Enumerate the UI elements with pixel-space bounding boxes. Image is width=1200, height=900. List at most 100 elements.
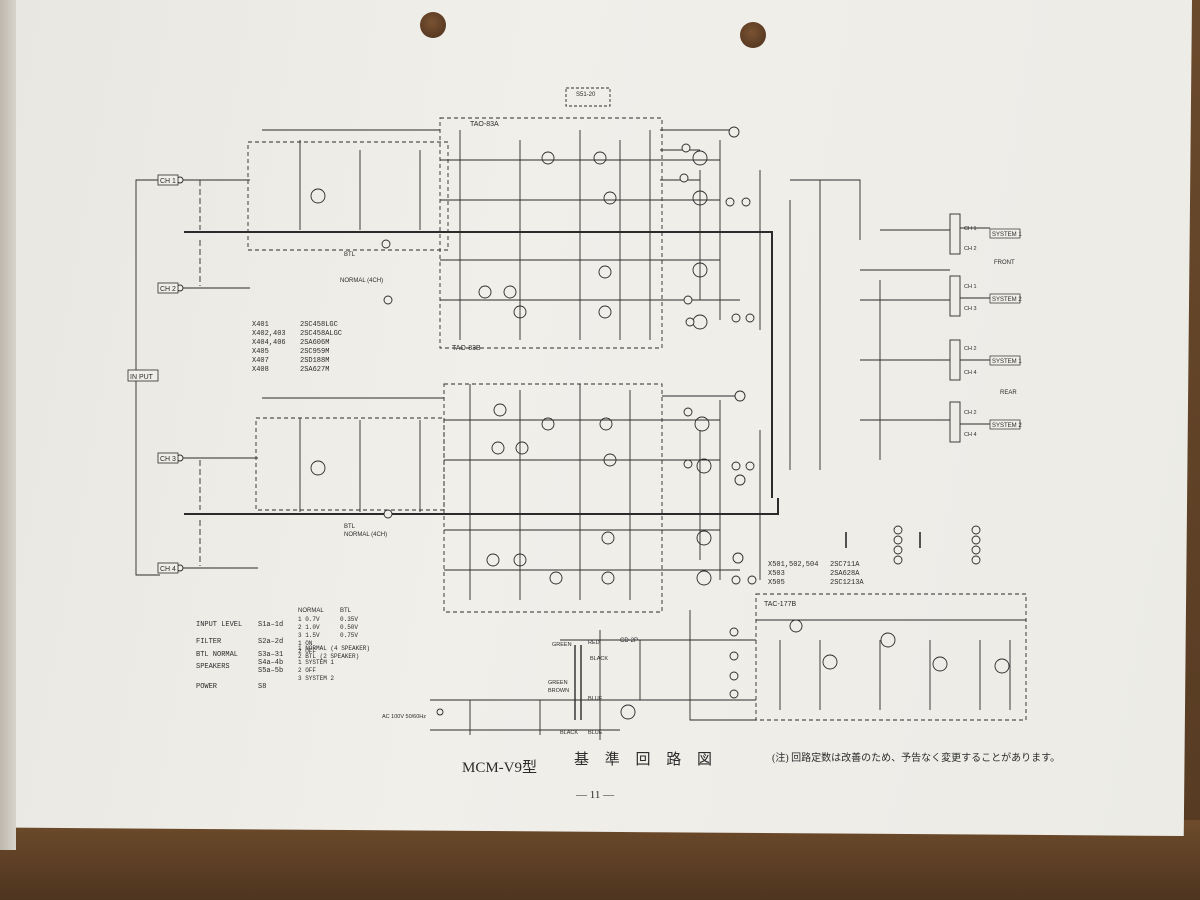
tr-ref: X402,403 (252, 330, 286, 338)
board-power (755, 593, 1027, 721)
binder-hole-left (420, 12, 446, 38)
row-subref: S5a–5b (258, 667, 283, 675)
ch-label: CH 4 (964, 432, 977, 438)
switch-table: NORMAL BTL INPUT LEVEL S1a–1d 1 0.7V 2 1… (196, 608, 370, 691)
row-setting: 1 NORMAL (4 SPEAKER) (298, 645, 370, 652)
tr-part: 2SA628A (830, 570, 860, 578)
ac-label: AC 100V 50/60Hz (382, 714, 426, 720)
ch-label: CH 1 (964, 226, 977, 232)
page-number: — 11 — (575, 789, 615, 801)
row-btl: 0.50V (340, 624, 358, 631)
top-switch-label: S51-20 (576, 92, 596, 98)
row-ref: S8 (258, 683, 266, 691)
input-ch2-label: CH 2 (160, 286, 176, 293)
tr-ref: X503 (768, 570, 785, 578)
tr-part: 2SC959M (300, 348, 329, 356)
speaker-outputs: FRONT REAR SYSTEM 1 SYSTEM 2 SYSTEM 1 SY… (964, 226, 1022, 438)
row-setting: 2 1.0V (298, 624, 320, 631)
row-setting: 3 1.5V (298, 632, 320, 639)
row-name: POWER (196, 683, 218, 691)
model-name: MCM-V9型 (462, 759, 537, 776)
terminal-system1-rear (949, 339, 961, 381)
schematic-page (14, 0, 1192, 836)
row-ref: S4a–4b (258, 659, 283, 667)
ch-label: CH 2 (964, 246, 977, 252)
row-setting: 1 ON (298, 640, 313, 647)
front-label: FRONT (994, 260, 1015, 266)
input-ch1-label: CH 1 (160, 178, 176, 185)
ch-label: CH 1 (964, 284, 977, 290)
board-upper-b-label: TAO-83B (452, 345, 481, 352)
tr-ref: X408 (252, 366, 269, 374)
binder-hole-right (740, 22, 766, 48)
board-rectifier-label: CD-2P (620, 638, 638, 644)
normal-4ch-label-lower: NORMAL (4CH) (344, 532, 387, 538)
row-name: FILTER (196, 638, 222, 646)
board-upper-label: TAO-83A (470, 121, 499, 128)
wire-label: BLACK (590, 656, 608, 662)
system1-bottom-label: SYSTEM 1 (992, 359, 1022, 365)
tr-part: 2SA627M (300, 366, 329, 374)
row-btl: 0.75V (340, 632, 358, 639)
power-transformer (574, 645, 582, 720)
tr-part: 2SA606M (300, 339, 329, 347)
row-setting: 2 BTL (2 SPEAKER) (298, 653, 359, 660)
btl-label-lower: BTL (344, 524, 356, 530)
tr-ref: X501,502,504 (768, 561, 818, 569)
terminal-system2-front (949, 275, 961, 317)
btl-label-upper: BTL (344, 252, 356, 258)
system2-bottom-label: SYSTEM 2 (992, 423, 1022, 429)
revision-note: (注) 回路定数は改善のため、予告なく変更することがあります。 (772, 751, 1060, 764)
wire-label: BLUE (588, 696, 603, 702)
col-normal: NORMAL (298, 608, 324, 614)
row-name: BTL NORMAL (196, 651, 238, 659)
board-upper-pre (247, 141, 449, 251)
ch-label: CH 2 (964, 346, 977, 352)
col-btl: BTL (340, 608, 352, 614)
row-name: SPEAKERS (196, 663, 230, 671)
top-switch-box (565, 87, 611, 107)
row-setting: 1 SYSTEM 1 (298, 659, 334, 666)
row-btl: 0.35V (340, 616, 358, 623)
left-page-edge (0, 0, 16, 850)
wire-label: RED (588, 640, 600, 646)
terminal-system1-front (949, 213, 961, 255)
row-name: INPUT LEVEL (196, 621, 242, 629)
row-setting: 2 OFF (298, 667, 316, 674)
wire-label: GREEN (548, 680, 568, 686)
tr-ref: X401 (252, 321, 269, 329)
transistors (310, 150, 1010, 674)
ground-bus-upper (184, 231, 773, 498)
tr-part: 2SC711A (830, 561, 860, 569)
input-lines (176, 179, 258, 569)
input-ch4-label: CH 4 (160, 566, 176, 573)
wire-label: BROWN (548, 688, 569, 694)
system2-top-label: SYSTEM 2 (992, 297, 1022, 303)
board-lower-amp (443, 383, 663, 613)
normal-4ch-label-upper: NORMAL (4CH) (340, 278, 383, 284)
input-ch3-label: CH 3 (160, 456, 176, 463)
tr-part: 2SD188M (300, 357, 329, 365)
rear-label: REAR (1000, 390, 1017, 396)
pilot-lamp (620, 704, 636, 720)
tr-part: 2SC458ALGC (300, 330, 342, 338)
ch-label: CH 3 (964, 306, 977, 312)
tr-ref: X505 (768, 579, 785, 587)
row-ref: S2a–2d (258, 638, 283, 646)
wire-label: GREEN (552, 642, 572, 648)
board-power-label: TAC-177B (764, 601, 796, 608)
tr-part: 2SC1213A (830, 579, 864, 587)
transistor-list-power: X501,502,504 2SC711A X503 2SA628A X505 2… (768, 561, 864, 587)
transistor-list-upper: X401 2SC458LGC X402,403 2SC458ALGC X404,… (252, 321, 342, 374)
input-group-label: IN PUT (130, 374, 154, 381)
wire-label: BLACK (560, 730, 578, 736)
ch-label: CH 2 (964, 410, 977, 416)
row-setting: 1 0.7V (298, 616, 320, 623)
system1-top-label: SYSTEM 1 (992, 232, 1022, 238)
tr-ref: X405 (252, 348, 269, 356)
row-setting: 3 SYSTEM 2 (298, 675, 334, 682)
terminal-system2-rear (949, 401, 961, 443)
row-ref: S1a–1d (258, 621, 283, 629)
